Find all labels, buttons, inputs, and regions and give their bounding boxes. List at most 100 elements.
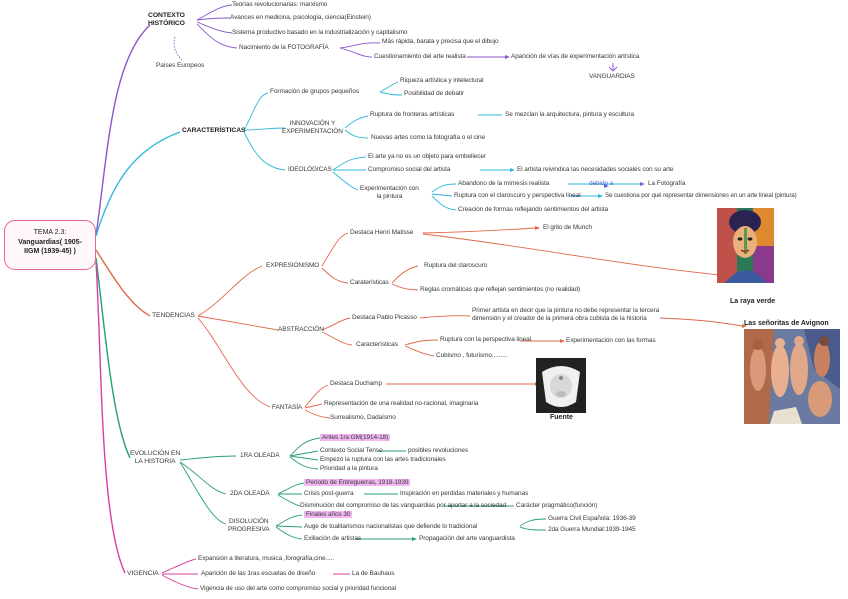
car-creacion: Creación de formas reflejando sentimient… — [458, 206, 608, 213]
matisse-portrait-image — [717, 208, 774, 283]
tend-fantasia: FANTASÍA — [272, 404, 303, 411]
branch-contexto — [95, 24, 151, 237]
branch-caracteristicas — [95, 131, 181, 237]
car-innovacion-1: INNOVACIÓN Y — [289, 120, 336, 127]
senoritas-caption: Las señoritas de Avignon — [744, 320, 829, 327]
car-ideologicas: IDEOLÓGICAS — [288, 166, 332, 173]
tend-primer: Primer artista en decir que la pintura n… — [472, 307, 659, 323]
fuente-sculpture-photo — [536, 358, 586, 413]
links-contexto — [173, 4, 618, 72]
contexto-item-sistema: Sistema productivo basado en la industri… — [232, 29, 408, 36]
fuente-caption: Fuente — [550, 414, 573, 421]
tend-exp-car-ruptura: Ruptura del claroscuro — [424, 262, 488, 269]
evo-posibles: posibles revoluciones — [408, 447, 469, 454]
evo-guerra-mundial: 2da Guerra Mundial:1939-1945 — [548, 526, 636, 533]
la-raya-verde-caption: La raya verde — [730, 298, 776, 305]
tend-exp-car-reglas: Reglas cromáticas que reflejan sentimien… — [420, 286, 581, 293]
evo-disolucion: DISOLUCIÓN PROGRESIVA — [228, 518, 270, 534]
tend-picasso: Destaca Pablo Picasso — [352, 314, 417, 321]
foto-aparicion: Aparición de vías de experimentación art… — [511, 53, 640, 60]
root-topic[interactable]: TEMA 2.3: Vanguardias( 1905- IIGM (1939-… — [4, 220, 96, 270]
car-exp-1: Experimentación con — [360, 185, 419, 192]
links-caracteristicas — [243, 81, 640, 211]
senoritas-avignon-painting — [744, 329, 840, 424]
evo-auge: Auge de toalitarismos nacionalistas que … — [304, 523, 478, 530]
car-rup-claroscuro: Ruptura con el claroscuro y perspectiva … — [454, 192, 581, 199]
car-experimentacion: Experimentación con la pintura — [360, 185, 419, 201]
vig-bauhaus: La de Bauhaus — [352, 570, 395, 577]
car-nuevas: Nuevas artes como la fotografía o el cin… — [371, 134, 486, 141]
root-line-1: TEMA 2.3: — [33, 229, 67, 236]
tend-matisse: Destaca Henri Matisse — [350, 229, 414, 236]
evo-ola2-highlight: Período de Entreguerras, 1918-1939 — [304, 479, 411, 486]
tend-grito: El grito de Munch — [543, 224, 592, 231]
tendencias-title[interactable]: TENDENCIAS — [152, 312, 195, 319]
evolucion-title-2: LA HISTORIA — [134, 458, 176, 465]
evo-guerra-civil: Guerra Civil Española: 1936-39 — [548, 515, 636, 522]
tend-duchamp: Destaca Duchamp — [330, 380, 382, 387]
evo-dis-periodo: Finales años 30 — [304, 511, 353, 519]
tend-fan-representacion: Representación de una realidad no-racion… — [324, 400, 479, 407]
evo-disolucion-1: DISOLUCIÓN — [229, 518, 269, 525]
evo-dis-highlight: Finales años 30 — [304, 511, 353, 518]
evo-1ra-oleada: 1RA OLEADA — [240, 452, 280, 459]
tend-abstraccion: ABSTRACCIÓN — [278, 326, 324, 333]
tend-cubismo: Cubismo , futurismo......... — [436, 352, 508, 359]
evo-inspiracion: Inspiración en perdidas materiales y hum… — [400, 490, 529, 497]
vig-expansion: Expansión a literatura, musica ,forograf… — [198, 555, 335, 562]
evo-crisis: Crisis post-guerra — [304, 490, 354, 497]
tend-exp-car: Caraterísticas — [350, 279, 389, 286]
branch-vigencia — [95, 261, 126, 574]
car-posibilidad: Posibilidad de debatir — [404, 90, 464, 97]
tend-expresionismo: EXPRESIONISMO — [266, 262, 320, 269]
foto-cuestionamiento: Cuestionamiento del arte realista — [374, 53, 466, 60]
evolucion-title-1: EVOLUCIÓN EN — [130, 450, 181, 457]
evo-propagacion: Propagación del arte vanguardista — [419, 535, 515, 542]
evo-exiliacion: Exiliación de artistas — [304, 535, 362, 542]
contexto-title-2: HISTÓRICO — [148, 20, 185, 27]
car-innovacion-2: EXPERIMENTACIÓN — [282, 128, 343, 135]
caracteristicas-title[interactable]: CARACTERÍSTICAS — [182, 127, 246, 134]
car-ideo-compromiso: Compromiso social del artista — [368, 166, 451, 173]
tend-fan-surrealismo: Surrealismo, Dadaísmo — [330, 414, 396, 421]
contexto-title-1: CONTEXTO — [148, 12, 185, 19]
foto-mas-rapida: Más rápida, barata y precisa que el dibu… — [382, 38, 499, 45]
picasso-figures-image — [744, 329, 840, 424]
vig-vigencia-uso: Vigencia de uso del arte como compromiso… — [200, 585, 397, 592]
branch-tendencias — [95, 249, 151, 317]
evo-contexto-social: Contexto Social Tenso — [320, 447, 383, 454]
car-debido: debido a — [589, 180, 614, 187]
car-ruptura: Ruptura de fronteras artísticas — [370, 111, 455, 118]
car-riqueza: Riqueza artística y intelectural — [400, 77, 484, 84]
links-vigencia — [161, 558, 350, 590]
contexto-item-fotografia: Nacimiento de la FOTOGRAFÍA — [239, 44, 329, 51]
car-ideo-arte: El arte ya no es un objeto para embellec… — [368, 153, 486, 160]
tend-primer-1: Primer artista en decir que la pintura n… — [472, 307, 660, 314]
contexto-item-teorias: Teorías revolucionarias: marxismo — [232, 1, 328, 8]
car-innovacion: INNOVACIÓN Y EXPERIMENTACIÓN — [282, 120, 343, 136]
evo-disminucion: Disminución del compromiso de las vangua… — [300, 502, 507, 509]
evo-ola2-periodo: Período de Entreguerras, 1918-1939 — [304, 479, 411, 487]
evo-ola1-periodo: Antes 1ra GM(1914-18) — [320, 434, 391, 442]
tend-primer-2: dimensión y el creador de la primera obr… — [472, 315, 647, 322]
paises-europeos: Países Europeos — [156, 62, 205, 69]
contexto-title[interactable]: CONTEXTO HISTÓRICO — [148, 12, 185, 28]
la-raya-verde-painting — [717, 208, 774, 283]
links-evolucion — [179, 437, 547, 540]
vig-aparicion: Aparición de las 1ras escuelas de diseño — [201, 570, 316, 577]
tend-abs-formas: Experimentación con las formas — [566, 337, 656, 344]
evo-disolucion-2: PROGRESIVA — [228, 526, 270, 533]
foto-vanguardias: VANGUARDIAS — [589, 73, 635, 80]
evo-prioridad: Prioridad a la pintura — [320, 465, 378, 472]
vigencia-title[interactable]: VIGENCIA — [127, 570, 159, 577]
car-grupos: Formación de grupos pequeños — [270, 88, 359, 95]
car-cuestiona: Se cuestiona por qué representar dimensi… — [605, 192, 797, 199]
branch-evolucion — [95, 257, 131, 459]
urinal-image — [536, 358, 586, 413]
tend-abs-car: Características — [356, 341, 398, 348]
evo-2da-oleada: 2DA OLEADA — [230, 490, 270, 497]
evo-ola1-highlight: Antes 1ra GM(1914-18) — [320, 434, 391, 441]
evolucion-title[interactable]: EVOLUCIÓN EN LA HISTORIA — [130, 450, 180, 466]
arrowheads — [412, 55, 747, 541]
